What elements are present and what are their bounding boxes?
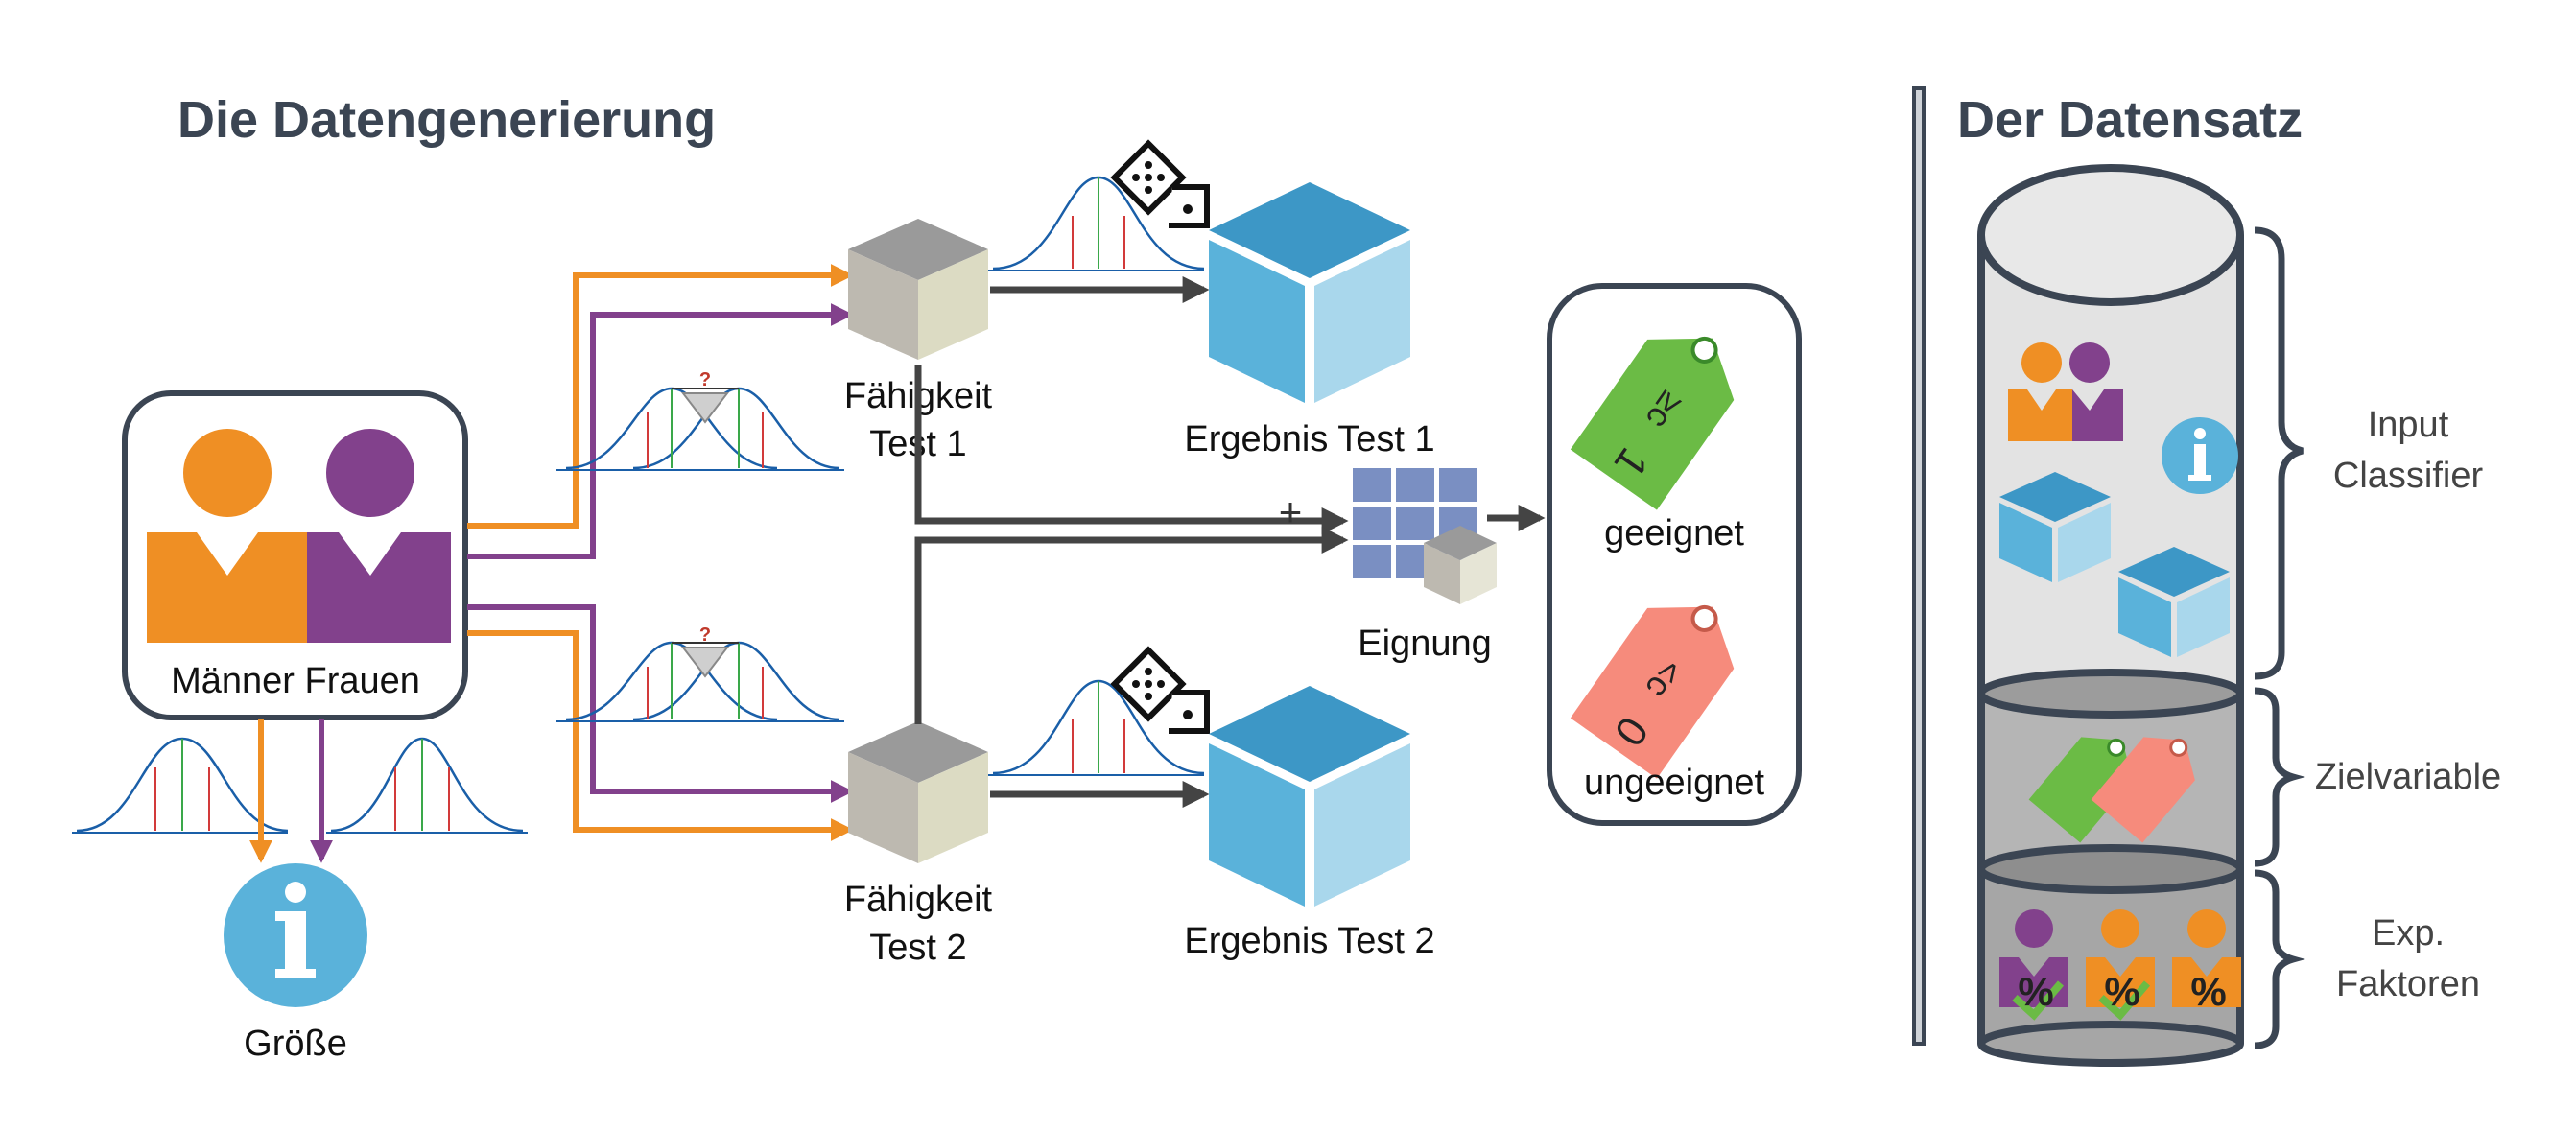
info-icon: [2162, 417, 2238, 494]
grid-cell: [1396, 507, 1434, 540]
unsuitable-label: ungeeignet: [1584, 763, 1765, 803]
right-header: Der Datensatz: [1957, 91, 2303, 149]
percent-label: %: [2104, 969, 2139, 1014]
plus-sign: +: [1279, 489, 1303, 534]
result1-label: Ergebnis Test 1: [1184, 419, 1434, 459]
overlap-distribution-1: ?: [556, 369, 844, 471]
overlap-distribution-2: ?: [556, 624, 844, 722]
tag-icon: [2091, 737, 2195, 843]
eignung-small-cube: [1424, 526, 1497, 604]
ability-cube-2: [848, 721, 988, 863]
ability2-label-l2: Test 2: [869, 928, 966, 968]
info-icon: [224, 863, 367, 1007]
test-distribution-1: [988, 176, 1205, 271]
result2-label: Ergebnis Test 2: [1184, 921, 1434, 961]
grid-cell: [1353, 507, 1391, 540]
population-box: Männer Frauen: [122, 390, 468, 720]
braces: [2254, 226, 2306, 1049]
grid-cell: [1353, 545, 1391, 578]
tag-icon: <c 0: [1570, 604, 1735, 779]
size-distribution-women: [326, 737, 528, 834]
target-label: Zielvariable: [2315, 757, 2501, 797]
cube-icon: [2118, 547, 2230, 657]
test-distribution-2: [988, 679, 1205, 776]
result-cube-1: [1209, 182, 1410, 403]
percent-label: %: [2190, 969, 2226, 1014]
suitability-label: Eignung: [1358, 624, 1491, 664]
input-label-l2: Classifier: [2333, 456, 2484, 496]
question-mark-1: ?: [699, 369, 711, 390]
person-woman-icon: [2069, 342, 2123, 441]
person-man-icon: [2008, 342, 2072, 441]
percent-label: %: [2018, 969, 2053, 1014]
grid-cell: [1353, 468, 1391, 502]
factor-woman-percent: %: [1999, 909, 2068, 1021]
suitable-label: geeignet: [1604, 513, 1744, 554]
tag-icon: [2028, 737, 2133, 843]
result-cube-2: [1209, 686, 1410, 907]
database-cylinder-icon: [1977, 164, 2244, 1067]
dice-icon: [1110, 139, 1210, 228]
size-label: Größe: [244, 1024, 347, 1064]
input-label-l1: Input: [2368, 405, 2449, 445]
ability-cube-1: [848, 219, 988, 360]
population-label: Männer Frauen: [171, 661, 420, 701]
person-man-icon: [147, 429, 307, 643]
factor-man-percent: %: [2086, 909, 2155, 1021]
cube-icon: [1999, 472, 2111, 582]
question-mark-2: ?: [699, 624, 711, 646]
left-header: Die Datengenerierung: [177, 91, 716, 149]
ability2-label-l1: Fähigkeit: [844, 880, 993, 920]
person-woman-icon: [307, 429, 451, 643]
exp-label-l2: Faktoren: [2336, 964, 2480, 1004]
dice-icon: [1110, 646, 1210, 734]
factor-man-percent: %: [2172, 909, 2241, 1014]
grid-cell: [1439, 468, 1477, 502]
tag-icon: ≥c 1: [1570, 336, 1735, 510]
exp-label-l1: Exp.: [2372, 913, 2445, 954]
grid-cell: [1396, 468, 1434, 502]
size-distribution-men: [72, 737, 289, 834]
